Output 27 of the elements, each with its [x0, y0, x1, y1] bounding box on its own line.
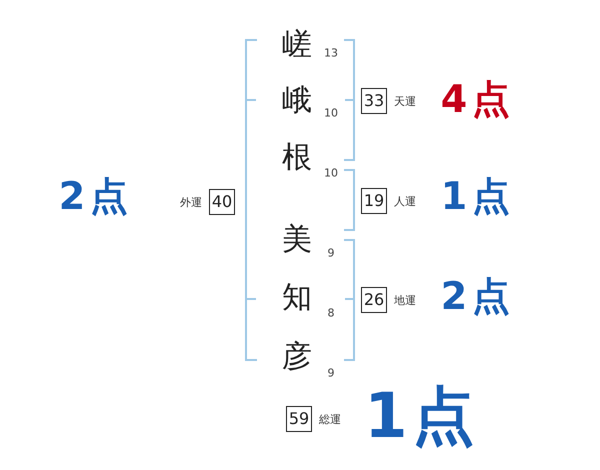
stroke-count: 10: [324, 168, 338, 178]
score-text: 4点: [440, 80, 516, 118]
name-character: 根: [282, 143, 312, 173]
stroke-count: 9: [328, 368, 334, 378]
stroke-count: 9: [328, 248, 334, 258]
number-box: 40: [209, 189, 235, 215]
category-label: 天運: [394, 96, 416, 106]
name-character: 美: [282, 225, 312, 255]
name-character: 知: [282, 283, 312, 313]
category-label: 地運: [394, 294, 416, 306]
name-character: 嵯: [282, 30, 312, 60]
category-label: 外運: [180, 196, 202, 208]
name-character: 彦: [282, 342, 312, 372]
number-box: 33: [361, 88, 387, 114]
score-text: 1点: [364, 385, 480, 447]
category-label: 総運: [319, 414, 341, 424]
stroke-count: 10: [324, 108, 338, 118]
score-text: 2点: [440, 277, 516, 315]
number-box: 26: [361, 287, 387, 313]
score-text: 2点: [58, 177, 134, 215]
stroke-count: 13: [324, 48, 338, 58]
score-text: 1点: [440, 177, 516, 215]
name-character: 峨: [282, 86, 312, 116]
number-box: 59: [286, 406, 312, 432]
category-label: 人運: [394, 196, 416, 206]
stroke-count: 8: [328, 308, 334, 318]
number-box: 19: [361, 188, 387, 214]
